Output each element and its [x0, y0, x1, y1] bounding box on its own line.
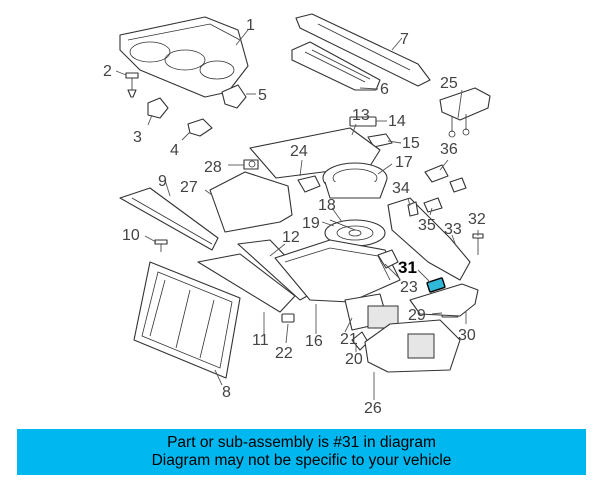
callout-28: 28 [204, 159, 222, 176]
callout-15: 15 [402, 135, 420, 152]
callout-17: 17 [395, 154, 413, 171]
banner-line-part-number: Part or sub-assembly is #31 in diagram [167, 434, 436, 451]
part-31-highlighted [426, 277, 446, 293]
part-27-side-trim [209, 171, 293, 233]
part-35-clip [423, 197, 443, 213]
callout-33: 33 [444, 221, 462, 238]
callout-21: 21 [340, 331, 358, 348]
part-8-trunk-lid-frame [133, 261, 241, 379]
callout-9: 9 [158, 173, 167, 190]
callout-24: 24 [290, 143, 308, 160]
part-1-rear-shelf [119, 16, 249, 98]
part-3-bracket [147, 97, 169, 119]
part-28-connector [243, 159, 259, 170]
callout-32: 32 [468, 211, 486, 228]
part-36-lamp [424, 164, 467, 193]
callout-25: 25 [440, 75, 458, 92]
callout-5: 5 [258, 87, 267, 104]
callout-6: 6 [380, 81, 389, 98]
part-19-wheel-bolt [329, 219, 356, 231]
part-10-bolt [154, 239, 168, 252]
callout-23: 23 [400, 279, 418, 296]
callout-20: 20 [345, 351, 363, 368]
callout-26: 26 [364, 400, 382, 417]
part-26-right-side-trim [364, 319, 461, 373]
part-14-grille [349, 116, 377, 127]
part-21-storage-box [344, 293, 399, 331]
callout-35: 35 [418, 217, 436, 234]
part-6-cover-panel [291, 41, 381, 91]
callout-4: 4 [170, 142, 179, 159]
part-32-bolt [472, 233, 484, 255]
callout-14: 14 [388, 113, 406, 130]
callout-27: 27 [180, 179, 198, 196]
callout-1: 1 [246, 17, 255, 34]
callout-22: 22 [275, 345, 293, 362]
part-30-seal-strip [409, 283, 479, 317]
callout-13: 13 [352, 107, 370, 124]
callout-11: 11 [252, 332, 269, 349]
part-34-retainer [407, 201, 419, 217]
part-17-wheel-cover [322, 162, 388, 199]
part-9-sill-plate [119, 187, 219, 251]
part-25-bracket-assembly [439, 87, 491, 138]
callout-29: 29 [408, 307, 426, 324]
part-16-trunk-tub [274, 239, 401, 303]
part-23-hook [377, 249, 399, 269]
part-7-roller-blind [295, 13, 431, 87]
callout-8: 8 [222, 384, 231, 401]
part-2-push-pin [125, 72, 139, 98]
callout-2: 2 [103, 63, 112, 80]
callout-10: 10 [122, 227, 140, 244]
callout-18: 18 [318, 197, 336, 214]
callout-30: 30 [458, 327, 476, 344]
banner-line-disclaimer: Diagram may not be specific to your vehi… [151, 452, 452, 469]
callout-12: 12 [282, 229, 300, 246]
callout-31-highlighted: 31 [398, 258, 417, 277]
part-5-bracket [221, 84, 247, 109]
callout-36: 36 [440, 141, 458, 158]
info-banner: Part or sub-assembly is #31 in diagram D… [17, 429, 586, 475]
part-24-plug [297, 175, 321, 193]
part-4-clip [187, 118, 213, 137]
part-22-clip [281, 313, 295, 323]
callout-3: 3 [133, 129, 142, 146]
callout-16: 16 [305, 333, 323, 350]
callout-7: 7 [400, 31, 409, 48]
callout-19: 19 [302, 215, 320, 232]
callout-34: 34 [392, 180, 410, 197]
leader-lines [115, 29, 479, 400]
